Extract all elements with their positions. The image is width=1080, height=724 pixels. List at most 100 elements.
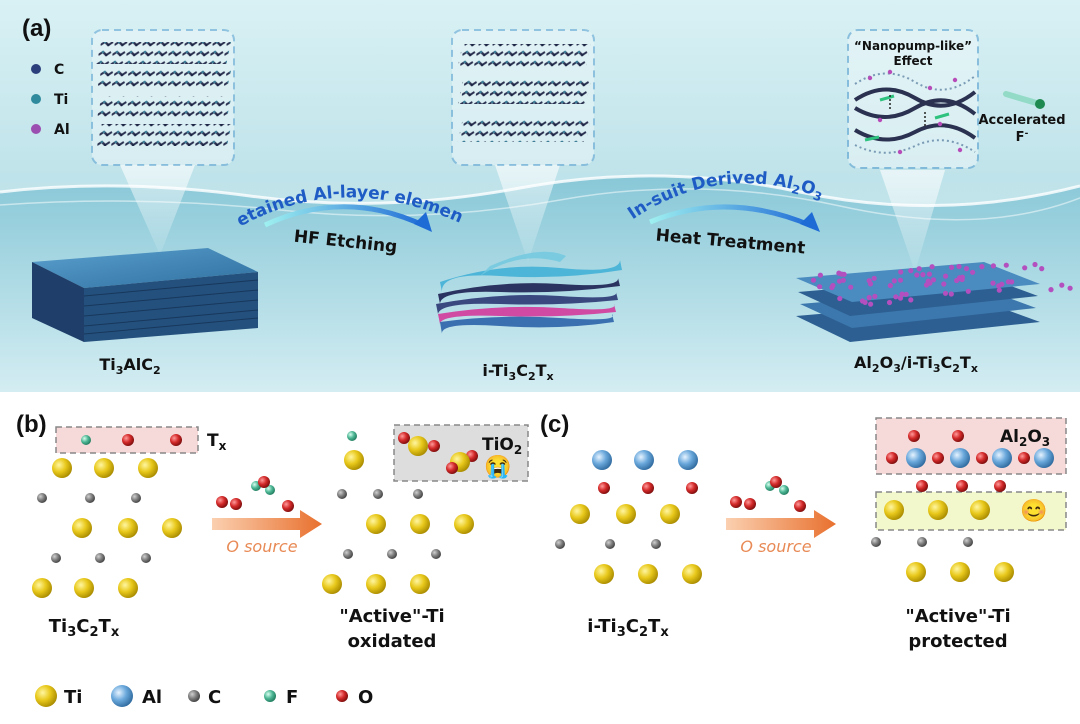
legend-ti-ball (35, 685, 57, 707)
alumina-particle (943, 273, 949, 279)
al-atom (1034, 448, 1054, 468)
o-atom (170, 434, 182, 446)
al-atom (678, 450, 698, 470)
legend-f-label: F (286, 687, 298, 708)
alumina-particle (996, 287, 1002, 293)
ti-atom (72, 518, 92, 538)
step1-arrow (263, 204, 427, 229)
b-oxidation-arrow (212, 510, 322, 538)
ti-atom (454, 514, 474, 534)
alumina-particle (836, 270, 842, 276)
c-atom (413, 489, 423, 499)
c-atom (141, 553, 151, 563)
alumina-particle (908, 297, 914, 303)
tx-label: Tx (207, 431, 227, 453)
o-atom (428, 440, 440, 452)
atom-models (32, 430, 1054, 598)
c-left-label: i-Ti3C2Tx (587, 616, 669, 640)
o-atom (994, 480, 1006, 492)
ti-atom (970, 500, 990, 520)
ti-atom (94, 458, 114, 478)
o-atom (916, 480, 928, 492)
alumina-particle (1005, 279, 1012, 285)
legend-al-ball (111, 685, 133, 707)
inset-i-ti3c2tx-structure (451, 29, 595, 262)
o-atom (744, 498, 756, 510)
ti-atom (994, 562, 1014, 582)
alumina-particle (830, 282, 836, 289)
legend-c-label: C (208, 687, 221, 708)
c-atom (131, 493, 141, 503)
b-left-label: Ti3C2Tx (49, 616, 120, 640)
carbon-key-label: C (54, 62, 64, 78)
c-atom (871, 537, 881, 547)
alumina-particle (1059, 282, 1065, 288)
alumina-particle (979, 264, 985, 270)
ti-atom (366, 514, 386, 534)
alumina-particle (1003, 262, 1009, 268)
alumina-particle (1039, 266, 1045, 272)
alumina-particle (930, 277, 937, 283)
ti-atom (950, 562, 970, 582)
alumina-particles (810, 261, 1073, 307)
f-atom (779, 485, 789, 495)
o-atom (258, 476, 270, 488)
inset-ti3alc2-structure (91, 29, 235, 255)
al-atom (634, 450, 654, 470)
accelerated-sup: - (1025, 129, 1029, 139)
ti-atom (906, 562, 926, 582)
c-atom (343, 549, 353, 559)
c-right-label-line2: protected (908, 631, 1007, 652)
c-atom (51, 553, 61, 563)
ti-atom (660, 504, 680, 524)
b-o-source: O source (226, 537, 297, 556)
alumina-particle (899, 291, 905, 297)
alumina-particle (942, 290, 949, 296)
ti-atom (322, 574, 342, 594)
f-atom (347, 431, 357, 441)
step2-arrow (649, 204, 813, 229)
o-atom (446, 462, 458, 474)
tio2-label: TiO2 (482, 435, 522, 457)
alumina-particle (868, 301, 874, 307)
o-atom (886, 452, 898, 464)
alumina-particle (886, 299, 893, 306)
b-right-label-line1: "Active"-Ti (339, 606, 444, 627)
ti-atom (366, 574, 386, 594)
alumina-particle (817, 272, 824, 278)
ti-atom (410, 514, 430, 534)
c-atom (373, 489, 383, 499)
alumina-particle (1048, 287, 1054, 293)
alumina-particle (956, 263, 962, 270)
titanium-key-label: Ti (54, 92, 68, 108)
legend-c-ball (188, 690, 200, 702)
alumina-particle (848, 284, 854, 290)
c-atom (605, 539, 615, 549)
o-atom (398, 432, 410, 444)
i-ti3c2tx-label: i-Ti3C2Tx (482, 361, 553, 383)
alumina-particle (1032, 261, 1038, 268)
alumina-particle (1022, 265, 1028, 271)
o-atom (932, 452, 944, 464)
alumina-particle (929, 264, 935, 270)
c-atom (85, 493, 95, 503)
alumina-particle (916, 266, 922, 272)
legend-o-label: O (358, 687, 373, 708)
alumina-particle (999, 281, 1005, 287)
ti-atom (52, 458, 72, 478)
al2o3-label: Al2O3 (1000, 427, 1050, 449)
al-atom (950, 448, 970, 468)
alumina-particle (963, 266, 970, 272)
svg-text:F-: F- (1016, 129, 1029, 145)
c-atom (651, 539, 661, 549)
o-atom (282, 500, 294, 512)
ti-atom (118, 578, 138, 598)
alumina-particle (949, 264, 955, 270)
accelerated-line1: Accelerated (978, 113, 1065, 128)
ti-atom (162, 518, 182, 538)
aluminum-key-dot (31, 124, 41, 134)
o-atom (598, 482, 610, 494)
panel-c-label: (c) (540, 411, 569, 438)
alumina-particle (914, 272, 920, 278)
alumina-particle (1067, 285, 1073, 291)
